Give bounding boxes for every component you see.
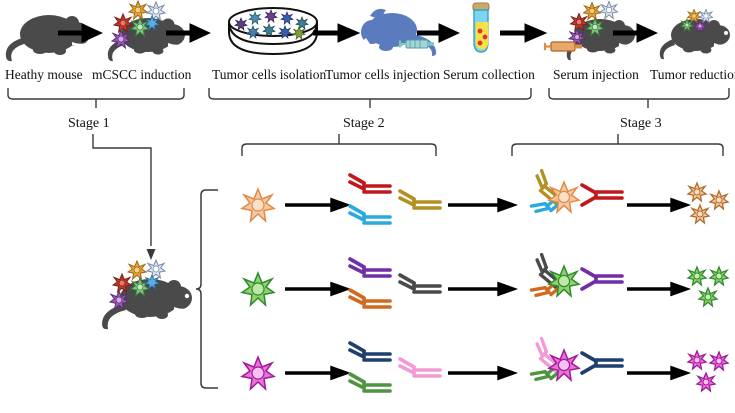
row-2-arrow-3 (627, 281, 692, 297)
step-label-serum-collection: Serum collection (443, 67, 535, 82)
row-3-arrow-2 (448, 365, 519, 381)
arrow-1 (58, 23, 103, 43)
row-1-result-cells (686, 181, 734, 230)
bracket-stage3-lower (510, 134, 725, 158)
row-2-cell (240, 270, 276, 307)
bracket-stage-3 (546, 86, 732, 110)
row-3-bound-complex (518, 333, 626, 407)
bracket-stage-2 (205, 86, 535, 110)
row-1-bound-complex (518, 165, 626, 239)
stage-label-2: Stage 2 (343, 116, 385, 131)
stage-label-3: Stage 3 (620, 116, 662, 131)
row-3-cell (240, 354, 276, 391)
row-1-antibody-gold (398, 188, 442, 220)
row-3-result-cells (686, 349, 734, 398)
row-3-antibody-green (348, 371, 392, 403)
step-label-tumor-cells-isolation: Tumor cells isolation (212, 67, 327, 82)
icon-serum-tube (466, 2, 496, 58)
icon-tumor-bearing-mouse (92, 256, 202, 338)
arrow-4 (417, 23, 460, 43)
row-3-antibody-navy (348, 340, 392, 372)
row-1-arrow-2 (448, 197, 519, 213)
row-2-antibody-purple (348, 256, 392, 288)
row-1-arrow-1 (285, 197, 352, 213)
row-2-antibody-orange (348, 287, 392, 319)
step-label-mcscc-induction: mCSCC induction (92, 67, 192, 82)
row-1-antibody-cyan (348, 203, 392, 235)
row-1-arrow-3 (627, 197, 692, 213)
row-1-antibody-red (348, 172, 392, 204)
step-label-tumor-cells-injection: Tumor cells injection (325, 67, 440, 82)
row-3-antibody-pink (398, 356, 442, 388)
row-2-arrow-1 (285, 281, 352, 297)
arrow-3 (313, 23, 361, 43)
bracket-rows-group (195, 188, 222, 396)
bracket-stage2-lower (240, 134, 438, 158)
step-label-healthy-mouse: Heathy mouse (5, 67, 83, 82)
icon-petri-dish (225, 6, 321, 56)
arrow-2 (166, 23, 211, 43)
stage-label-1: Stage 1 (68, 116, 110, 131)
step-label-tumor-reduction: Tumor reduction (650, 67, 735, 82)
row-2-bound-complex (518, 249, 626, 323)
row-2-antibody-gray (398, 272, 442, 304)
arrow-6 (613, 23, 658, 43)
icon-blue-mouse-injection (356, 6, 452, 60)
row-2-arrow-2 (448, 281, 519, 297)
bracket-stage-1 (0, 86, 190, 110)
row-1-cell (240, 186, 276, 223)
row-2-result-cells (686, 265, 734, 314)
step-label-serum-injection: Serum injection (553, 67, 639, 82)
connector-stage1-to-tumor-mouse (86, 134, 166, 262)
icon-tumor-reduction-mouse (648, 4, 735, 62)
row-3-arrow-3 (627, 365, 692, 381)
arrow-5 (500, 23, 548, 43)
row-3-arrow-1 (285, 365, 352, 381)
